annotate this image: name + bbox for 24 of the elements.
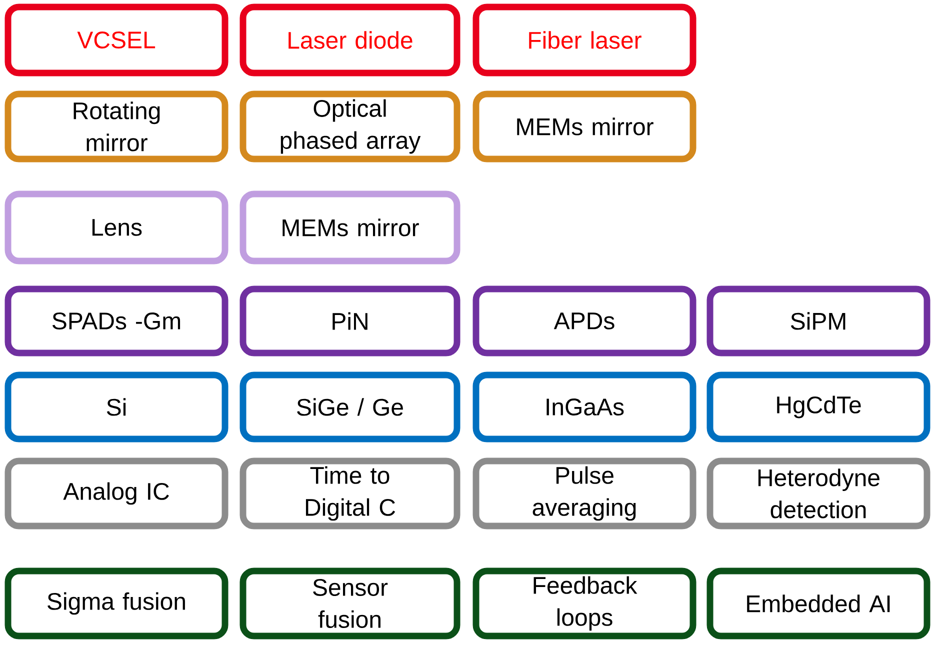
category-box: Time to Digital C — [240, 458, 460, 530]
category-box: SiPM — [706, 286, 930, 356]
category-box: SiGe / Ge — [240, 372, 460, 442]
category-box: Embedded AI — [706, 568, 930, 640]
category-box: SPADs -Gm — [4, 286, 228, 356]
category-box: Heterodyne detection — [706, 458, 930, 530]
category-box: Fiber laser — [472, 4, 696, 76]
category-box: InGaAs — [472, 372, 696, 442]
category-box: HgCdTe — [706, 372, 930, 442]
category-box: Analog IC — [4, 458, 228, 530]
category-box: VCSEL — [4, 4, 228, 76]
category-box: Sigma fusion — [4, 568, 228, 640]
category-box: PiN — [240, 286, 460, 356]
category-box: APDs — [472, 286, 696, 356]
category-box: Si — [4, 372, 228, 442]
category-box: MEMs mirror — [472, 90, 696, 162]
category-box: Optical phased array — [240, 90, 460, 162]
category-box: Pulse averaging — [472, 458, 696, 530]
category-box: MEMs mirror — [240, 190, 460, 264]
category-box: Lens — [4, 190, 228, 264]
category-box: Laser diode — [240, 4, 460, 76]
category-box: Sensor fusion — [240, 568, 460, 640]
category-box: Rotating mirror — [4, 90, 228, 162]
category-box: Feedback loops — [472, 568, 696, 640]
